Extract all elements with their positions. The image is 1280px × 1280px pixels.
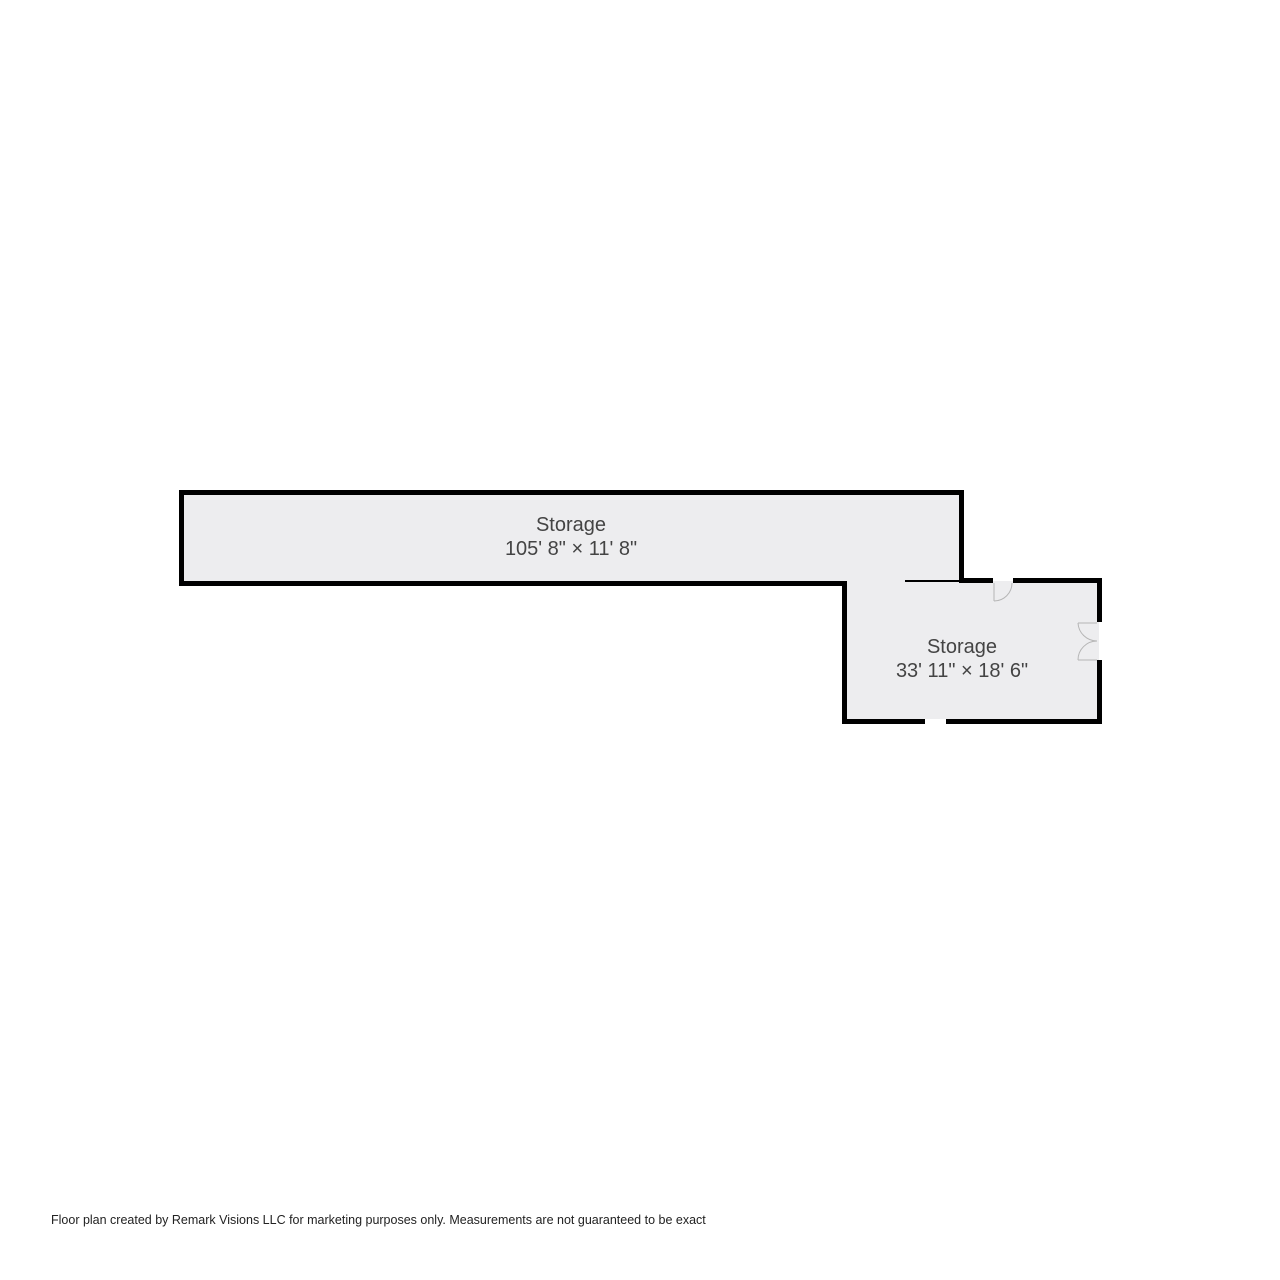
wall-right-room2-a — [1097, 578, 1102, 622]
storage-room-1-floor — [182, 493, 961, 583]
wall-left-room2 — [842, 581, 847, 724]
room-label-storage-1: Storage 105' 8" × 11' 8" — [471, 513, 671, 561]
wall-left-room1 — [179, 490, 184, 586]
storage-room-2-floor — [845, 581, 1099, 721]
connection-floor — [845, 575, 961, 585]
opening-icon — [925, 719, 946, 724]
wall-bottom-room2-a — [842, 719, 925, 724]
wall-bottom-room2-b — [946, 719, 1102, 724]
room-name: Storage — [535, 514, 607, 536]
wall-right-room1 — [959, 490, 964, 583]
floor-fills — [182, 493, 1099, 721]
wall-top-room2-a — [959, 578, 993, 583]
doors — [925, 582, 1098, 724]
wall-top-room2-b — [1013, 578, 1102, 583]
room-name: Storage — [926, 636, 998, 658]
walls — [179, 490, 1102, 724]
wall-top-room1 — [179, 490, 964, 495]
wall-bottom-room1 — [179, 581, 847, 586]
single-door-icon — [993, 582, 1013, 602]
disclaimer-text: Floor plan created by Remark Visions LLC… — [51, 1213, 706, 1227]
double-door-icon — [1077, 622, 1098, 661]
room-dimensions: 105' 8" × 11' 8" — [504, 538, 638, 560]
wall-top-room2-thin — [905, 580, 961, 582]
room-label-storage-2: Storage 33' 11" × 18' 6" — [862, 635, 1062, 683]
room-dimensions: 33' 11" × 18' 6" — [895, 660, 1029, 682]
wall-right-room2-b — [1097, 660, 1102, 724]
